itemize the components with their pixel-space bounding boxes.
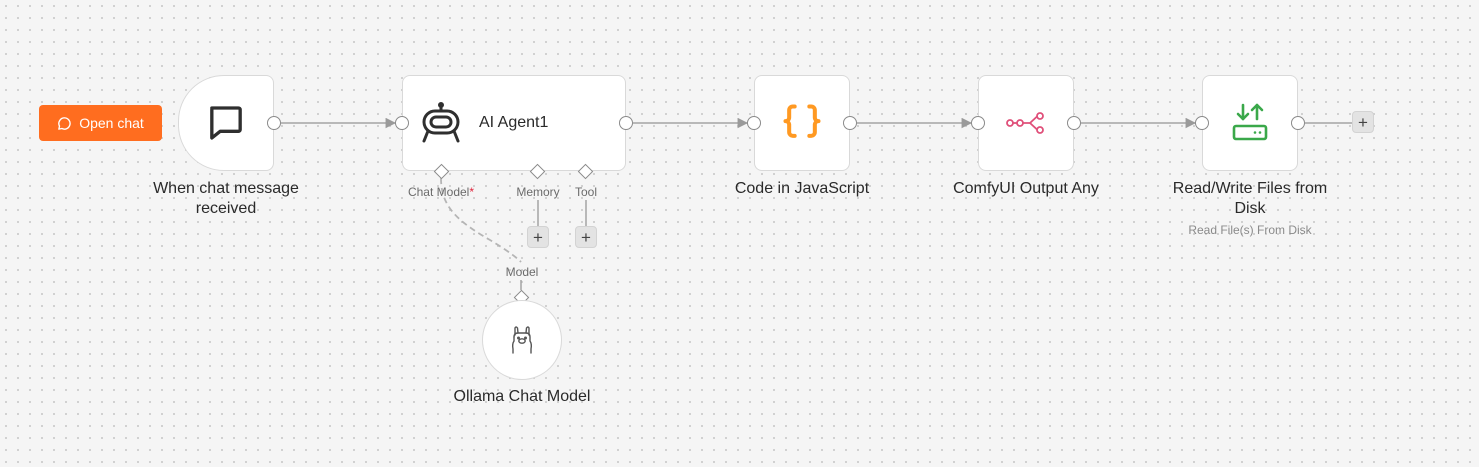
ollama-label: Ollama Chat Model bbox=[453, 388, 591, 405]
code-label: Code in JavaScript bbox=[734, 180, 870, 197]
node-comfyui-output[interactable] bbox=[978, 75, 1074, 171]
chat-model-port-label: Chat Model* bbox=[407, 185, 475, 199]
add-memory-button[interactable]: + bbox=[527, 226, 549, 248]
llama-icon bbox=[511, 326, 533, 354]
files-output-port[interactable] bbox=[1291, 116, 1305, 130]
ai-agent-title: AI Agent1 bbox=[479, 114, 549, 131]
code-input-port[interactable] bbox=[747, 116, 761, 130]
agent-input-port[interactable] bbox=[395, 116, 409, 130]
open-chat-label: Open chat bbox=[79, 115, 144, 131]
node-ollama-chat-model[interactable] bbox=[482, 300, 562, 380]
add-tool-button[interactable]: + bbox=[575, 226, 597, 248]
node-chat-trigger[interactable] bbox=[178, 75, 274, 171]
files-sublabel: Read File(s) From Disk bbox=[1188, 223, 1312, 237]
chat-bubble-icon bbox=[58, 116, 71, 130]
open-chat-button[interactable]: Open chat bbox=[39, 105, 162, 141]
agent-output-port[interactable] bbox=[619, 116, 633, 130]
chat-trigger-label: When chat message received bbox=[153, 180, 299, 217]
connection-model-agent bbox=[440, 177, 522, 263]
files-label: Read/Write Files from Disk bbox=[1172, 180, 1328, 217]
disk-transfer-icon bbox=[1232, 103, 1268, 141]
robot-icon bbox=[422, 102, 460, 143]
node-ai-agent[interactable]: AI Agent1 bbox=[402, 75, 626, 171]
nodes-graph-icon bbox=[1006, 112, 1044, 134]
code-output-port[interactable] bbox=[843, 116, 857, 130]
curly-braces-icon bbox=[783, 104, 821, 138]
model-port-label: Model bbox=[505, 265, 539, 279]
comfy-output-port[interactable] bbox=[1067, 116, 1081, 130]
node-code-javascript[interactable] bbox=[754, 75, 850, 171]
add-node-button[interactable]: + bbox=[1352, 111, 1374, 133]
files-input-port[interactable] bbox=[1195, 116, 1209, 130]
trigger-output-port[interactable] bbox=[267, 116, 281, 130]
message-square-icon bbox=[210, 106, 242, 140]
tool-port-label: Tool bbox=[574, 185, 597, 199]
node-read-write-files[interactable] bbox=[1202, 75, 1298, 171]
comfy-label: ComfyUI Output Any bbox=[953, 180, 1099, 197]
comfy-input-port[interactable] bbox=[971, 116, 985, 130]
memory-port-label: Memory bbox=[516, 185, 560, 199]
